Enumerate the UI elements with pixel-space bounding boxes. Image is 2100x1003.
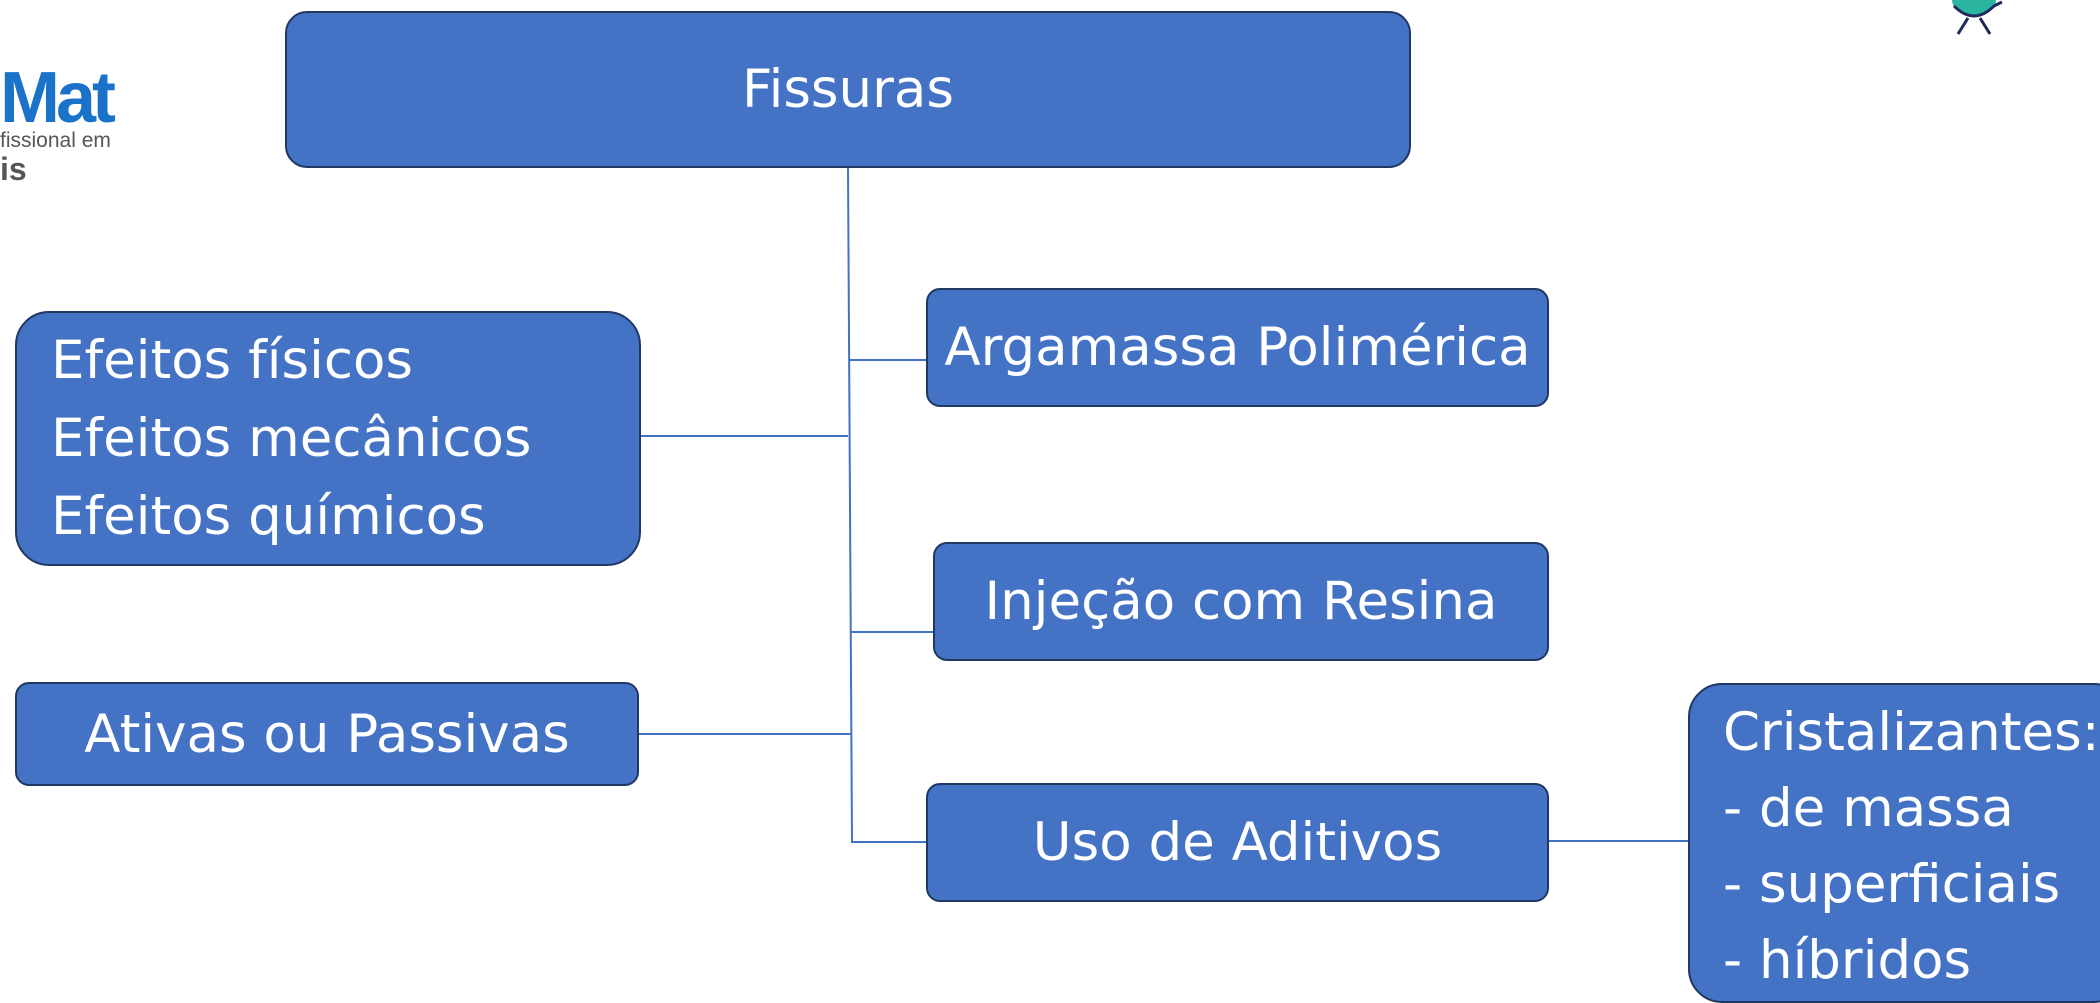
corner-figure-icon [1952,0,2003,35]
logo: Mat fissional em is [0,62,130,192]
node-line: - de massa [1723,778,2014,839]
node-label: Ativas ou Passivas [84,703,570,765]
node-line: Efeitos químicos [51,485,486,547]
node-label: Injeção com Resina [984,571,1498,632]
node-line: Efeitos físicos [51,329,414,391]
node-fissuras: Fissuras [285,11,1411,168]
node-uso-aditivos: Uso de Aditivos [926,783,1549,902]
node-injecao-resina: Injeção com Resina [933,542,1549,661]
node-cristalizantes: Cristalizantes: - de massa - superficiai… [1688,683,2100,1003]
node-label: Fissuras [741,59,955,120]
logo-mark: Mat [0,62,116,138]
node-argamassa-polimerica: Argamassa Polimérica [926,288,1549,407]
logo-subtitle-bold: is [0,151,27,187]
logo-subtitle: fissional em [0,129,111,152]
trunk-line [847,167,853,843]
node-line: Cristalizantes: [1723,702,2100,763]
node-line: - híbridos [1723,930,1972,991]
node-label: Uso de Aditivos [1032,812,1443,873]
node-label: Argamassa Polimérica [944,317,1531,378]
node-line: Efeitos mecânicos [51,407,532,469]
node-ativas-passivas: Ativas ou Passivas [15,682,639,786]
node-line: - superficiais [1723,854,2061,915]
node-efeitos: Efeitos físicos Efeitos mecânicos Efeito… [15,311,641,566]
